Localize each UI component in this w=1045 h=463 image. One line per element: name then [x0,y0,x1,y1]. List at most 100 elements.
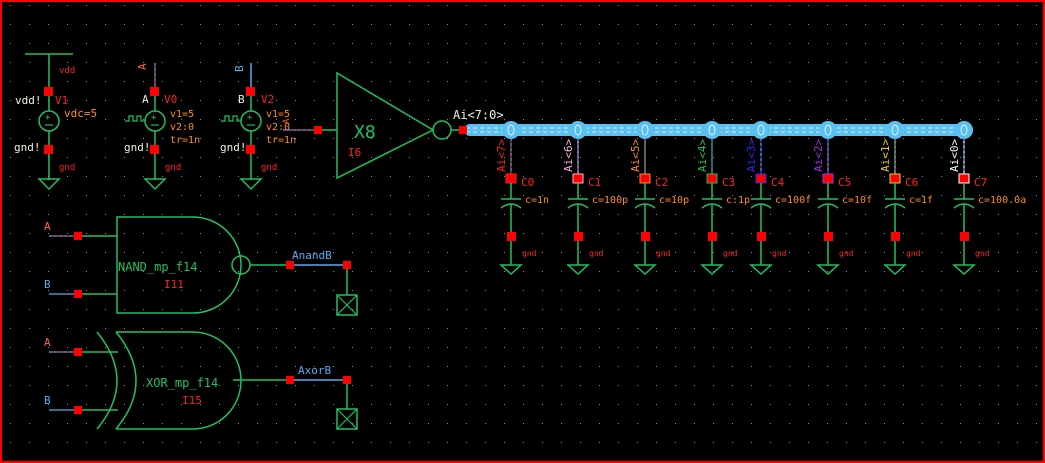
pin[interactable] [822,173,834,184]
grid-dot [770,24,771,25]
grid-dot [219,404,220,405]
pin[interactable] [708,232,717,241]
grid-dot [371,43,372,44]
pin[interactable] [824,232,833,241]
noconn-terminator-icon [336,294,358,316]
source-v1[interactable]: vdd vdd! V1 + vdc=5 gnd! gnd [14,53,97,191]
pin[interactable] [755,173,767,184]
grid-dot [409,423,410,424]
pin[interactable] [639,173,651,184]
input-label-b: B [44,394,51,407]
pin[interactable] [641,232,650,241]
bus-tap[interactable] [955,121,973,139]
grid-dot [542,119,543,120]
bus-tap[interactable] [752,121,770,139]
grid-dot [466,252,467,253]
grid-dot [979,309,980,310]
net-label-vdd: vdd [59,66,75,76]
pin[interactable] [889,173,901,184]
source-v0[interactable]: A A V0 + v1=5 v2:0 tr=1n gnd! gnd [124,63,200,191]
bus-tap[interactable] [819,121,837,139]
pin[interactable] [343,261,351,269]
grid-dot [903,100,904,101]
pin[interactable] [74,348,82,356]
grid-dot [276,5,277,6]
pin[interactable] [44,145,53,154]
pin[interactable] [44,87,53,96]
pin[interactable] [286,376,294,384]
grid-dot [884,461,885,462]
grid-dot [390,176,391,177]
pin[interactable] [958,173,970,184]
inverter-i6[interactable]: X8 I6 [314,71,452,180]
grid-dot [390,138,391,139]
grid-dot [789,423,790,424]
bus-tap[interactable] [703,121,721,139]
grid-dot [523,328,524,329]
nand-gate-i11[interactable]: A B NAND_mp_f14 I11 AnandB [44,216,358,316]
grid-dot [998,328,999,329]
pin[interactable] [574,232,583,241]
pin[interactable] [505,173,517,184]
grid-dot [390,5,391,6]
pin[interactable] [960,232,969,241]
pin[interactable] [74,232,82,240]
pin[interactable] [757,232,766,241]
grid-dot [580,62,581,63]
grid-dot [162,442,163,443]
grid-dot [770,176,771,177]
grid-dot [770,271,771,272]
pin[interactable] [314,126,322,134]
grid-dot [409,195,410,196]
pin[interactable] [74,406,82,414]
bus-tap[interactable] [502,121,520,139]
pin[interactable] [706,173,718,184]
grid-dot [428,328,429,329]
grid-dot [1036,252,1037,253]
pin[interactable] [572,173,584,184]
pin[interactable] [507,232,516,241]
grid-dot [409,404,410,405]
source-v2[interactable]: B B V2 + v1=5 v2:0 tr=1n gnd! gnd [220,63,296,191]
bus-tap[interactable] [636,121,654,139]
grid-dot [371,119,372,120]
grid-dot [865,290,866,291]
grid-dot [390,157,391,158]
pin[interactable] [286,261,294,269]
grid-dot [314,442,315,443]
pin[interactable] [246,145,255,154]
grid-dot [542,404,543,405]
grid-dot [542,5,543,6]
bus-tap[interactable] [569,121,587,139]
grid-dot [200,138,201,139]
grid-dot [675,385,676,386]
pin[interactable] [150,145,159,154]
bus-pin[interactable] [459,126,467,134]
pin[interactable] [343,376,351,384]
grid-dot [105,100,106,101]
grid-dot [390,404,391,405]
grid-dot [333,442,334,443]
grid-dot [922,195,923,196]
pin[interactable] [74,290,82,298]
grid-dot [884,43,885,44]
grid-dot [656,119,657,120]
pin[interactable] [246,87,255,96]
grid-dot [1017,119,1018,120]
xor-gate-i15[interactable]: A B XOR_mp_f14 I15 AxorB [44,331,358,430]
grid-dot [846,252,847,253]
pin[interactable] [150,87,159,96]
grid-dot [675,24,676,25]
pin[interactable] [891,232,900,241]
grid-dot [466,81,467,82]
bus-tap[interactable] [886,121,904,139]
